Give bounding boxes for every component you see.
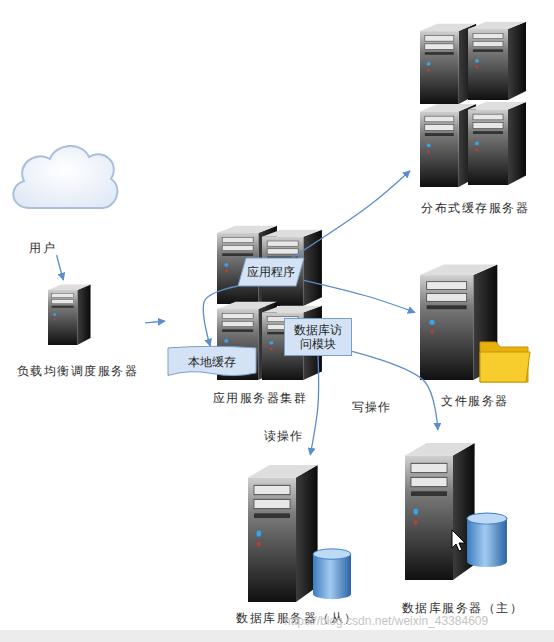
edge-label: 写操作	[352, 400, 391, 415]
load-balancer-server: 负载均衡调度服务器	[10, 280, 145, 378]
connector-arrow	[203, 286, 238, 346]
node-caption: 分布式缓存服务器	[390, 201, 554, 215]
cache-server-icon	[420, 104, 476, 187]
local-cache: 本地缓存	[168, 346, 256, 378]
db-cylinder-icon	[313, 549, 351, 599]
cache-server-icon	[468, 102, 526, 185]
connector-arrow	[57, 255, 64, 280]
folder-icon	[480, 342, 530, 382]
cache-server-icon	[420, 24, 476, 104]
node-caption: 数据库服务器（主）	[375, 601, 550, 615]
cache-server-group: 分布式缓存服务器	[410, 15, 540, 215]
node-text: 数据库访问模块	[285, 319, 351, 355]
connector-arrow	[352, 351, 438, 430]
connector-arrow	[310, 356, 318, 455]
mouse-cursor	[452, 530, 465, 551]
slave-db-server: 数据库服务器（从）	[232, 455, 362, 625]
file-server: 文件服务器	[415, 258, 535, 408]
connector-arrow	[304, 280, 415, 312]
db-cylinder-icon	[467, 513, 507, 567]
bottom-bar	[0, 630, 554, 642]
master-db-server-icon	[405, 443, 475, 580]
node-caption: 负载均衡调度服务器	[0, 364, 165, 378]
node-caption: 文件服务器	[395, 394, 554, 408]
node-text: 本地缓存	[168, 346, 256, 378]
node-caption: 用户	[0, 241, 95, 255]
app-server-cluster: 应用服务器集群应用程序本地缓存数据库访问模块	[165, 220, 355, 405]
app-module-outline-path	[238, 258, 304, 286]
edge-label: 读操作	[264, 428, 303, 443]
cache-server-icon	[468, 22, 526, 100]
lb-server-icon	[48, 284, 91, 345]
slave-db-server-icon	[248, 465, 318, 602]
connector-arrow	[292, 171, 410, 258]
db-access-module: 数据库访问模块	[284, 318, 352, 356]
node-caption: 应用服务器集群	[145, 391, 375, 405]
user-cloud-shape	[13, 146, 117, 208]
user-cloud: 用户	[10, 145, 75, 255]
watermark: https://blog.csdn.net/weixin_43384609	[284, 614, 488, 628]
connector-arrow	[145, 321, 165, 323]
node-text: 应用程序	[238, 258, 304, 286]
master-db-server: 数据库服务器（主）	[395, 430, 530, 615]
app-module: 应用程序	[238, 258, 304, 286]
